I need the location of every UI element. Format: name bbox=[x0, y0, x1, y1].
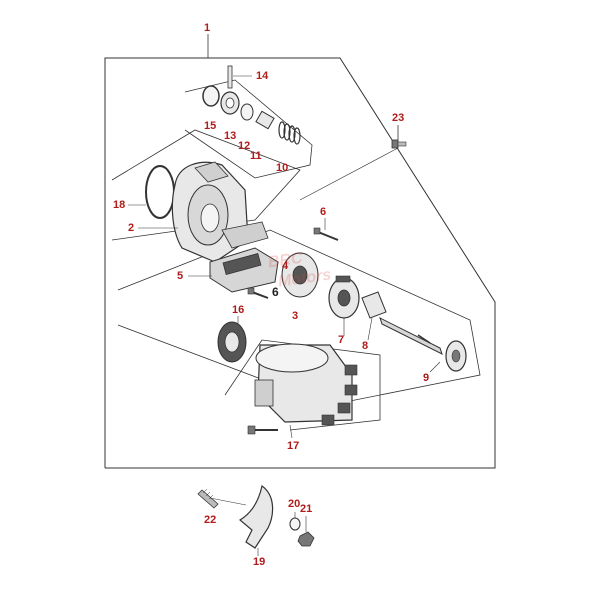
part-8-gasket bbox=[361, 291, 387, 319]
part-9-shaft bbox=[379, 317, 467, 372]
part-2-housing bbox=[171, 161, 269, 263]
part-20-washer bbox=[289, 517, 301, 531]
part-17-cap bbox=[254, 343, 358, 426]
part-11-sleeve bbox=[255, 110, 275, 130]
part-16-coupling bbox=[217, 321, 247, 363]
part-18-oring bbox=[145, 165, 175, 219]
callout-19: 19 bbox=[253, 556, 266, 568]
part-5-pickup bbox=[209, 247, 279, 293]
leader-8 bbox=[367, 317, 373, 341]
part-10-spring bbox=[278, 121, 301, 145]
callout-9: 9 bbox=[423, 372, 430, 384]
part-21-nut bbox=[297, 531, 315, 547]
part-7-rotor bbox=[328, 275, 360, 319]
part-12-washer bbox=[240, 103, 254, 121]
callout-4: 4 bbox=[282, 260, 289, 272]
callout-17: 17 bbox=[287, 440, 300, 452]
assembly-outline bbox=[104, 57, 496, 469]
part-4-plate bbox=[281, 252, 319, 298]
part-13-bore bbox=[225, 97, 235, 109]
leader-9 bbox=[429, 361, 441, 373]
callout-15: 15 bbox=[204, 120, 217, 132]
part-15-seal bbox=[202, 85, 220, 107]
part-6-screw-lower bbox=[247, 287, 269, 299]
callout-11: 11 bbox=[250, 150, 262, 162]
part-17-bolt bbox=[247, 425, 278, 435]
callout-1: 1 bbox=[204, 22, 211, 34]
callout-10: 10 bbox=[276, 162, 289, 174]
part-23-screw bbox=[391, 139, 407, 149]
part-6-screw-upper bbox=[313, 227, 339, 241]
part-22-stud bbox=[197, 488, 219, 509]
callout-5: 5 bbox=[177, 270, 184, 282]
callout-22: 22 bbox=[204, 514, 217, 526]
subgroup-box-16-17 bbox=[224, 339, 381, 431]
subgroup-box-10-15 bbox=[184, 79, 313, 179]
callout-12: 12 bbox=[238, 140, 251, 152]
callout-6-upper: 6 bbox=[320, 206, 327, 218]
part-19-bracket bbox=[238, 484, 274, 549]
callout-14: 14 bbox=[256, 70, 269, 82]
leader-23b bbox=[299, 147, 399, 201]
callout-2: 2 bbox=[128, 222, 135, 234]
callout-18: 18 bbox=[113, 199, 126, 211]
callout-7: 7 bbox=[338, 334, 345, 346]
callout-8: 8 bbox=[362, 340, 369, 352]
callout-16: 16 bbox=[232, 304, 245, 316]
part-14-pin bbox=[227, 65, 233, 89]
callout-13: 13 bbox=[224, 130, 237, 142]
leader-17 bbox=[289, 424, 293, 439]
callout-21: 21 bbox=[300, 503, 313, 515]
callout-23: 23 bbox=[392, 112, 405, 124]
callout-6-lower: 6 bbox=[272, 285, 279, 299]
callout-3: 3 bbox=[292, 310, 299, 322]
leader-22 bbox=[209, 497, 247, 506]
callout-20: 20 bbox=[288, 498, 301, 510]
